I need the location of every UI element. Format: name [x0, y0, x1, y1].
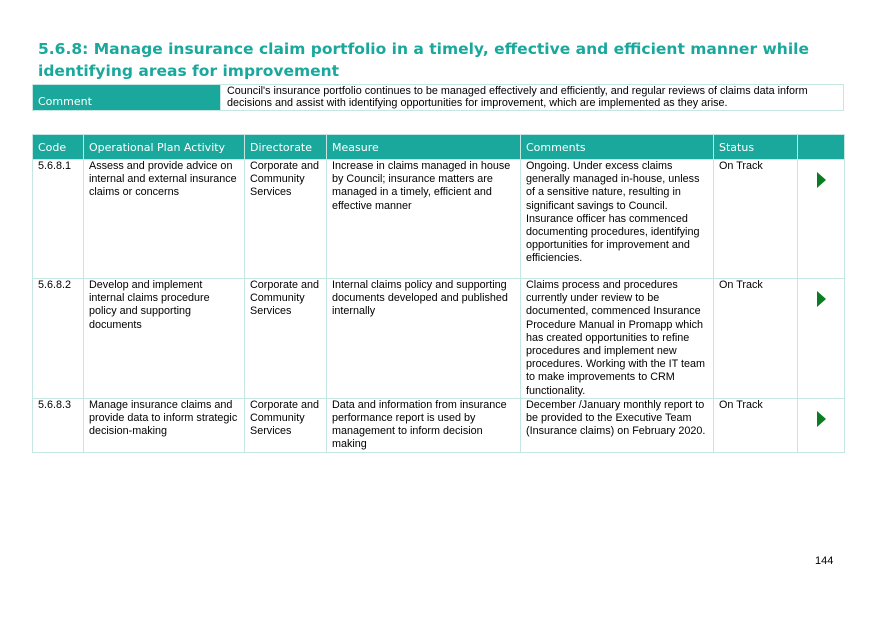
header-action — [797, 134, 845, 160]
cell-comments: Claims process and procedures currently … — [520, 278, 714, 399]
cell-activity: Manage insurance claims and provide data… — [83, 397, 245, 453]
header-code: Code — [32, 134, 84, 160]
header-status: Status — [713, 134, 798, 160]
table-row: 5.6.8.3 Manage insurance claims and prov… — [32, 397, 845, 453]
cell-activity: Develop and implement internal claims pr… — [83, 278, 245, 399]
cell-status: On Track — [713, 397, 798, 453]
row-action-cell[interactable] — [797, 397, 845, 453]
page-number: 144 — [815, 555, 834, 567]
header-directorate: Directorate — [244, 134, 327, 160]
comment-box: Comment Council's insurance portfolio co… — [32, 84, 844, 111]
cell-activity: Assess and provide advice on internal an… — [83, 159, 245, 279]
play-arrow-icon[interactable] — [817, 410, 826, 427]
cell-directorate: Corporate and Community Services — [244, 397, 327, 453]
header-measure: Measure — [326, 134, 521, 160]
cell-comments: Ongoing. Under excess claims generally m… — [520, 159, 714, 279]
cell-code: 5.6.8.3 — [32, 397, 84, 453]
cell-measure: Data and information from insurance perf… — [326, 397, 521, 453]
cell-code: 5.6.8.1 — [32, 159, 84, 279]
table-row: 5.6.8.1 Assess and provide advice on int… — [32, 159, 845, 279]
table-row: 5.6.8.2 Develop and implement internal c… — [32, 278, 845, 399]
cell-comments: December /January monthly report to be p… — [520, 397, 714, 453]
cell-measure: Internal claims policy and supporting do… — [326, 278, 521, 399]
table-header-row: Code Operational Plan Activity Directora… — [32, 134, 845, 160]
operational-plan-table: Code Operational Plan Activity Directora… — [32, 134, 845, 453]
row-action-cell[interactable] — [797, 278, 845, 399]
section-heading: 5.6.8: Manage insurance claim portfolio … — [38, 40, 809, 80]
comment-text: Council's insurance portfolio continues … — [220, 84, 844, 111]
cell-status: On Track — [713, 159, 798, 279]
cell-directorate: Corporate and Community Services — [244, 159, 327, 279]
header-activity: Operational Plan Activity — [83, 134, 245, 160]
play-arrow-icon[interactable] — [817, 172, 826, 188]
cell-directorate: Corporate and Community Services — [244, 278, 327, 399]
header-comments: Comments — [520, 134, 714, 160]
cell-measure: Increase in claims managed in house by C… — [326, 159, 521, 279]
cell-code: 5.6.8.2 — [32, 278, 84, 399]
comment-label: Comment — [32, 84, 221, 111]
play-arrow-icon[interactable] — [817, 291, 826, 307]
cell-status: On Track — [713, 278, 798, 399]
row-action-cell[interactable] — [797, 159, 845, 279]
